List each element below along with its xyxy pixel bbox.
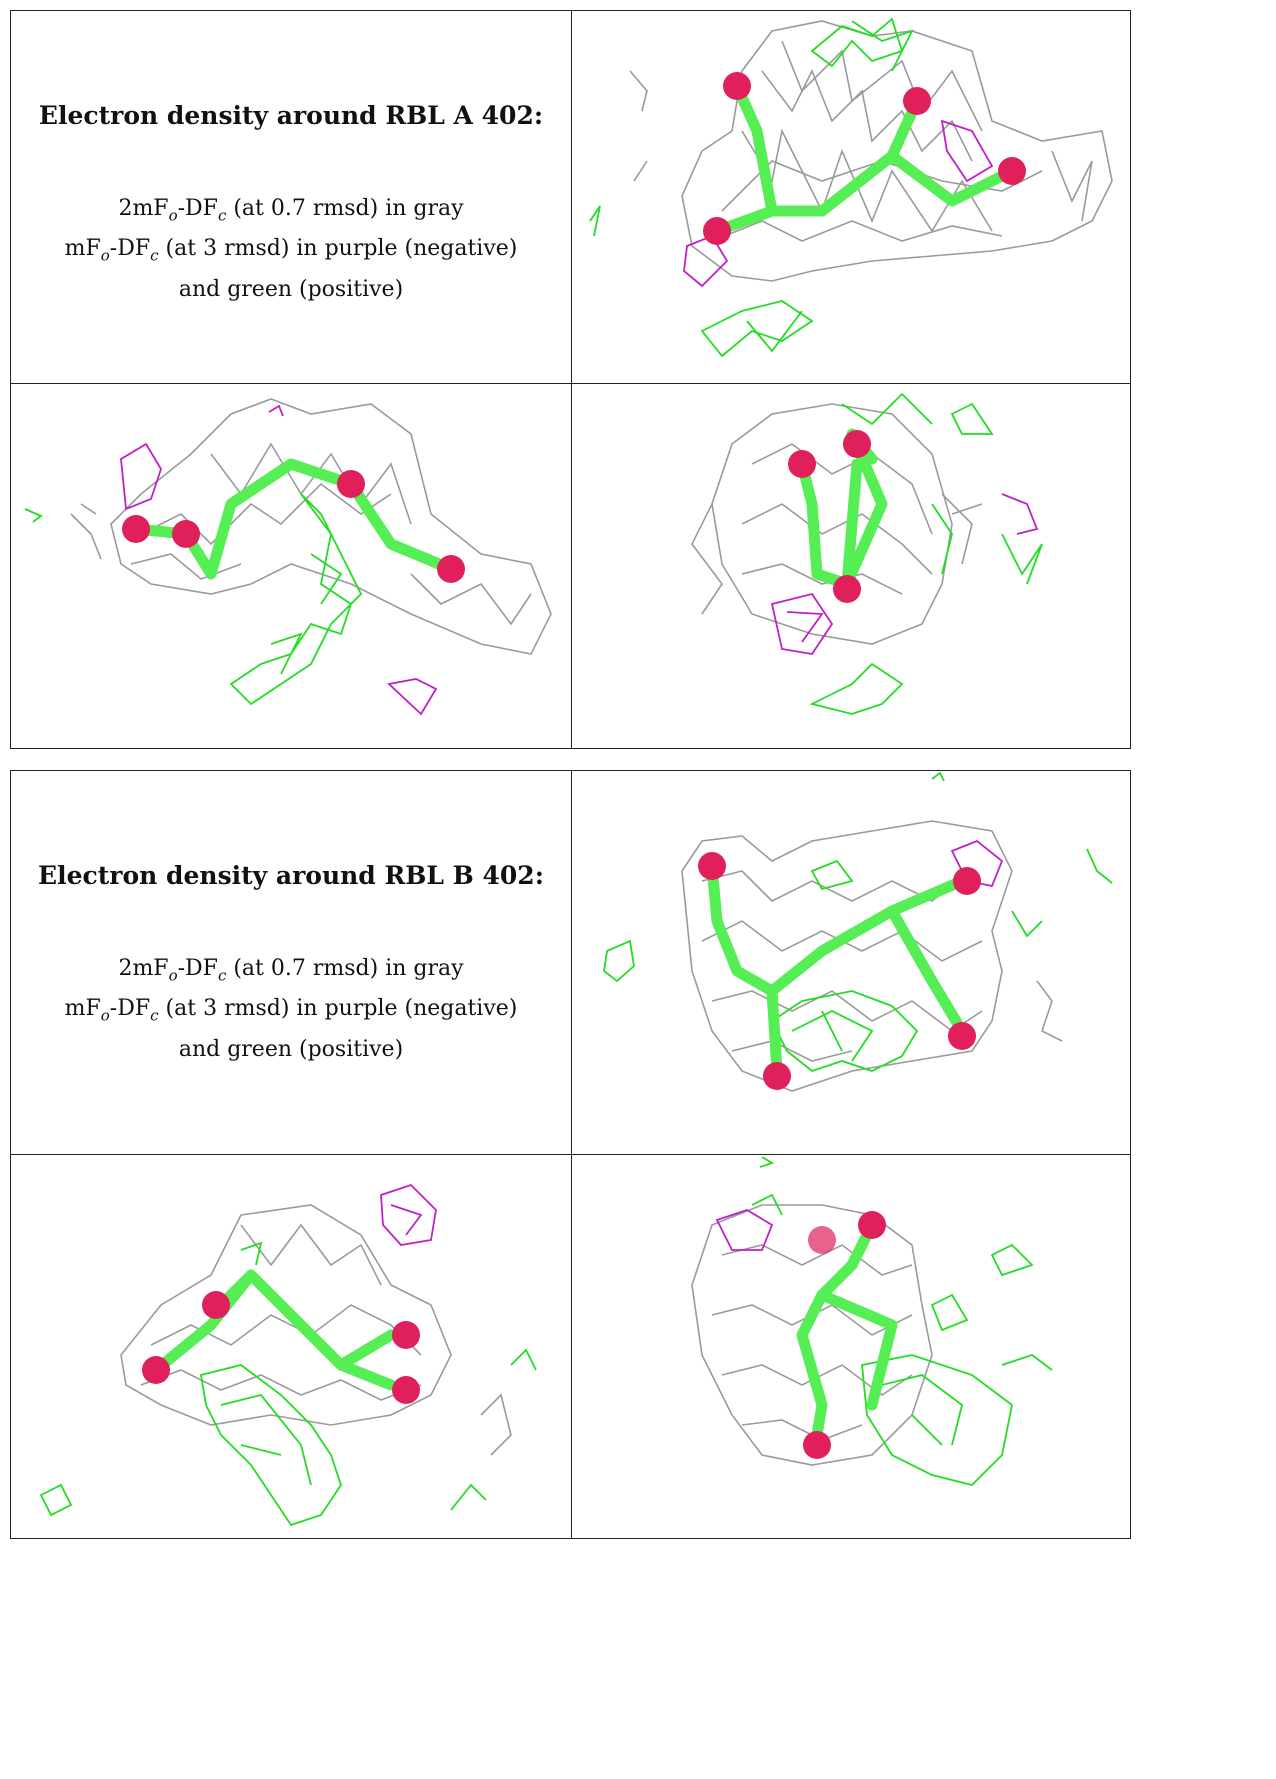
oxygen-atom [142,1356,170,1384]
oxygen-atom [833,575,861,603]
gray-density-mesh [691,403,983,645]
green-difference-mesh [24,493,363,706]
oxygen-atom [843,430,871,458]
oxygen-atom [903,87,931,115]
oxygen-atom [122,515,150,543]
oxygen-atom [953,867,981,895]
oxygen-atom [392,1376,420,1404]
caption-description: 2mFo-DFc (at 0.7 rmsd) in gray mFo-DFc (… [12,952,571,1067]
gray-density-mesh [120,1204,512,1456]
purple-difference-mesh [120,404,438,716]
ligand-stick-model [796,1211,898,1459]
oxygen-atom [948,1022,976,1050]
ligand-stick-model [142,1269,420,1404]
green-difference-mesh [751,1156,1053,1486]
caption-line-fofc: mFo-DFc (at 3 rmsd) in purple (negative) [64,996,518,1025]
oxygen-atom [808,1226,836,1254]
rbl-b-402-figure: Electron density around RBL B 402: 2mFo-… [10,770,1131,1539]
oxygen-atom [763,1062,791,1090]
ligand-stick-model [703,72,1026,245]
oxygen-atom [858,1211,886,1239]
purple-difference-mesh [380,1183,437,1246]
ligand-stick-model [698,852,981,1090]
rbl-a-caption: Electron density around RBL A 402: 2mFo-… [10,10,572,384]
density-view-a2 [10,383,572,749]
oxygen-atom [803,1431,831,1459]
caption-line-positive: and green (positive) [178,1036,404,1062]
oxygen-atom [392,1321,420,1349]
caption-title: Electron density around RBL A 402: [38,101,544,130]
ligand-stick-model [788,428,888,603]
green-difference-mesh [603,771,1113,1073]
purple-difference-mesh [770,493,1039,655]
oxygen-atom [172,520,200,548]
purple-difference-mesh [715,1209,774,1251]
oxygen-atom [337,470,365,498]
rbl-b-caption: Electron density around RBL B 402: 2mFo-… [10,770,572,1155]
caption-line-2fofc: 2mFo-DFc (at 0.7 rmsd) in gray [118,956,464,985]
oxygen-atom [723,72,751,100]
gray-density-mesh [681,820,1063,1092]
density-view-b3 [571,1154,1131,1539]
oxygen-atom [703,217,731,245]
rbl-a-402-figure: Electron density around RBL A 402: 2mFo-… [10,10,1131,749]
caption-description: 2mFo-DFc (at 0.7 rmsd) in gray mFo-DFc (… [12,192,571,307]
oxygen-atom [698,852,726,880]
green-difference-mesh [809,392,1043,715]
caption-title: Electron density around RBL B 402: [38,861,544,890]
ligand-stick-model [122,458,465,583]
green-difference-mesh [589,17,914,358]
oxygen-atom [437,555,465,583]
green-difference-mesh [39,1241,537,1527]
density-view-b1 [571,770,1131,1155]
caption-line-2fofc: 2mFo-DFc (at 0.7 rmsd) in gray [118,196,464,225]
density-view-a3 [571,383,1131,749]
density-view-a1 [571,10,1131,384]
oxygen-atom [998,157,1026,185]
caption-line-positive: and green (positive) [178,276,404,302]
oxygen-atom [788,450,816,478]
oxygen-atom [202,1291,230,1319]
density-view-b2 [10,1154,572,1539]
caption-line-fofc: mFo-DFc (at 3 rmsd) in purple (negative) [64,236,518,265]
